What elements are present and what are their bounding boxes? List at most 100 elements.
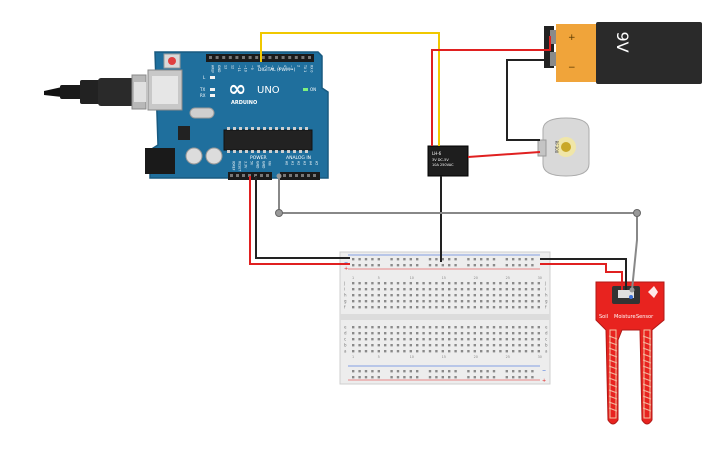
breadboard-hole[interactable] — [505, 338, 508, 341]
breadboard-hole[interactable] — [467, 344, 470, 347]
breadboard-hole[interactable] — [486, 344, 489, 347]
breadboard-hole[interactable] — [512, 294, 515, 297]
breadboard-hole[interactable] — [377, 344, 380, 347]
breadboard-hole[interactable] — [518, 300, 521, 303]
analog-pin[interactable] — [307, 174, 310, 177]
breadboard-hole[interactable] — [518, 350, 521, 353]
breadboard-hole[interactable] — [454, 306, 457, 309]
breadboard-hole[interactable] — [364, 306, 368, 309]
wire-bend-node[interactable] — [633, 209, 641, 217]
breadboard-hole[interactable] — [454, 294, 457, 297]
breadboard-hole[interactable] — [473, 332, 476, 335]
analog-pin[interactable] — [301, 174, 304, 177]
breadboard-hole[interactable] — [422, 338, 425, 341]
breadboard-hole[interactable] — [460, 332, 464, 335]
breadboard-hole[interactable] — [467, 350, 470, 353]
rail-hole[interactable] — [473, 264, 476, 267]
breadboard-hole[interactable] — [467, 338, 470, 341]
breadboard-hole[interactable] — [396, 338, 400, 341]
breadboard-hole[interactable] — [518, 294, 521, 297]
breadboard-hole[interactable] — [364, 300, 368, 303]
rail-hole[interactable] — [480, 370, 483, 373]
breadboard-hole[interactable] — [467, 300, 470, 303]
breadboard-hole[interactable] — [518, 338, 521, 341]
breadboard-hole[interactable] — [486, 300, 489, 303]
wire-red-battery[interactable] — [431, 36, 551, 146]
breadboard-hole[interactable] — [454, 326, 457, 329]
breadboard-hole[interactable] — [435, 350, 438, 353]
breadboard-hole[interactable] — [409, 294, 412, 297]
breadboard-hole[interactable] — [454, 332, 457, 335]
digital-pin[interactable] — [209, 56, 212, 59]
breadboard-hole[interactable] — [499, 282, 502, 285]
rail-hole[interactable] — [377, 370, 380, 373]
breadboard-hole[interactable] — [358, 300, 361, 303]
breadboard-hole[interactable] — [492, 282, 496, 285]
digital-pin[interactable] — [215, 56, 219, 59]
breadboard-hole[interactable] — [537, 350, 540, 353]
breadboard-hole[interactable] — [435, 326, 438, 329]
breadboard-hole[interactable] — [460, 294, 464, 297]
breadboard-hole[interactable] — [537, 344, 540, 347]
rail-hole[interactable] — [390, 258, 393, 261]
breadboard-hole[interactable] — [428, 288, 432, 291]
breadboard-hole[interactable] — [480, 282, 483, 285]
rail-hole[interactable] — [531, 376, 534, 379]
rail-hole[interactable] — [448, 258, 451, 261]
breadboard-hole[interactable] — [524, 300, 528, 303]
breadboard-hole[interactable] — [422, 288, 425, 291]
breadboard-hole[interactable] — [428, 306, 432, 309]
breadboard-hole[interactable] — [441, 288, 444, 291]
breadboard-hole[interactable] — [473, 300, 476, 303]
breadboard-hole[interactable] — [486, 288, 489, 291]
breadboard-hole[interactable] — [467, 288, 470, 291]
breadboard-hole[interactable] — [480, 338, 483, 341]
breadboard-hole[interactable] — [480, 300, 483, 303]
breadboard-hole[interactable] — [403, 344, 406, 347]
breadboard-hole[interactable] — [505, 326, 508, 329]
breadboard-hole[interactable] — [524, 332, 528, 335]
breadboard-hole[interactable] — [390, 282, 393, 285]
breadboard-hole[interactable] — [460, 300, 464, 303]
breadboard-hole[interactable] — [364, 338, 368, 341]
breadboard-hole[interactable] — [492, 306, 496, 309]
breadboard-hole[interactable] — [473, 294, 476, 297]
breadboard-hole[interactable] — [518, 332, 521, 335]
breadboard-hole[interactable] — [537, 338, 540, 341]
breadboard-hole[interactable] — [467, 332, 470, 335]
power-pin[interactable] — [236, 174, 239, 177]
breadboard-hole[interactable] — [358, 326, 361, 329]
breadboard-hole[interactable] — [422, 344, 425, 347]
breadboard-hole[interactable] — [524, 338, 528, 341]
wire-endpoint[interactable] — [276, 173, 282, 179]
digital-pin[interactable] — [228, 56, 232, 59]
breadboard-hole[interactable] — [480, 306, 483, 309]
relay-module[interactable]: LH-6 3V DC-5V 10A 250VAC — [427, 145, 469, 177]
rail-hole[interactable] — [441, 376, 444, 379]
breadboard-hole[interactable] — [435, 338, 438, 341]
breadboard-hole[interactable] — [492, 332, 496, 335]
power-pin[interactable] — [230, 174, 233, 177]
dc-motor[interactable]: RF300 — [537, 117, 590, 177]
breadboard-hole[interactable] — [524, 294, 528, 297]
breadboard-hole[interactable] — [435, 306, 438, 309]
breadboard-hole[interactable] — [384, 288, 387, 291]
wire-black-sensor-gnd[interactable] — [540, 258, 627, 290]
breadboard-hole[interactable] — [422, 294, 425, 297]
breadboard-hole[interactable] — [403, 300, 406, 303]
breadboard-hole[interactable] — [448, 350, 451, 353]
breadboard-hole[interactable] — [371, 338, 374, 341]
breadboard-hole[interactable] — [390, 306, 393, 309]
breadboard-hole[interactable] — [384, 306, 387, 309]
breadboard-hole[interactable] — [371, 332, 374, 335]
breadboard-hole[interactable] — [422, 350, 425, 353]
rail-hole[interactable] — [512, 258, 515, 261]
breadboard-hole[interactable] — [409, 306, 412, 309]
breadboard-hole[interactable] — [428, 338, 432, 341]
breadboard-hole[interactable] — [505, 350, 508, 353]
breadboard-hole[interactable] — [499, 288, 502, 291]
breadboard-hole[interactable] — [364, 282, 368, 285]
breadboard-hole[interactable] — [409, 338, 412, 341]
breadboard-hole[interactable] — [403, 350, 406, 353]
breadboard-hole[interactable] — [390, 344, 393, 347]
